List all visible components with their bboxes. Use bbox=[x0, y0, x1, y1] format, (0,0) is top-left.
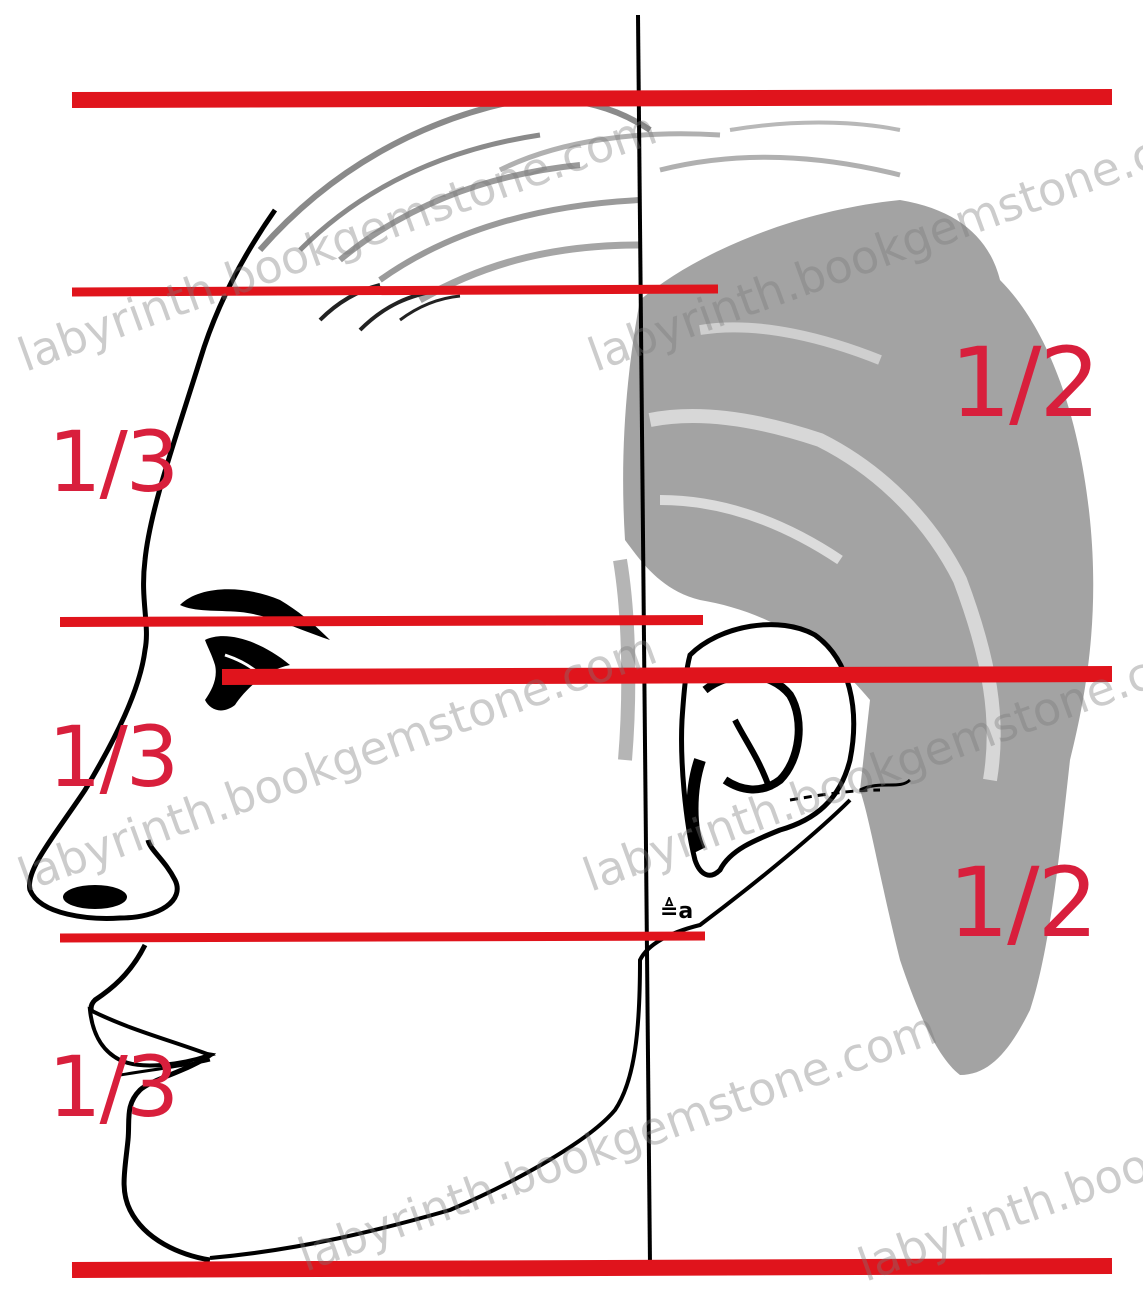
label-lower-half: 1/2 bbox=[948, 855, 1097, 951]
label-lower-third: 1/3 bbox=[48, 1045, 177, 1129]
eyebrow bbox=[180, 589, 330, 640]
guide-line-chin bbox=[72, 1266, 1112, 1270]
label-upper-half: 1/2 bbox=[950, 335, 1099, 431]
nostril bbox=[63, 885, 127, 909]
svg-text:≜a: ≜a bbox=[660, 896, 693, 924]
guide-line-eye bbox=[222, 674, 1112, 677]
label-middle-third: 1/3 bbox=[48, 715, 177, 799]
guide-line-nose bbox=[60, 936, 705, 938]
guide-line-brow bbox=[60, 620, 703, 622]
label-upper-third: 1/3 bbox=[48, 420, 177, 504]
guide-line-top bbox=[72, 97, 1112, 100]
